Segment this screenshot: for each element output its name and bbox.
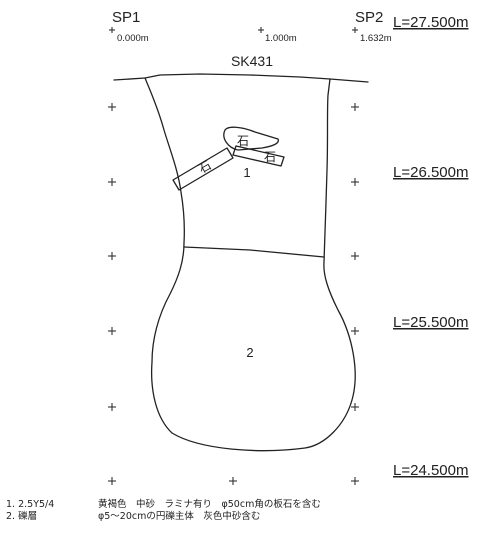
grid-cross xyxy=(108,252,116,260)
stone-label: 石 xyxy=(264,150,276,164)
grid-cross xyxy=(108,103,116,111)
grid-cross xyxy=(108,403,116,411)
legend-description: 黄褐色 中砂 ラミナ有り φ50cm角の板石を含む xyxy=(98,499,321,510)
layer-number: 1 xyxy=(243,165,250,180)
elevation-label: L=24.500m xyxy=(393,462,468,479)
grid-cross xyxy=(351,477,359,485)
elevation-label: L=26.500m xyxy=(393,164,468,181)
survey-point-label: SP2 xyxy=(355,9,383,26)
elevation-label: L=25.500m xyxy=(393,314,468,331)
grid-cross xyxy=(108,327,116,335)
grid-cross xyxy=(351,252,359,260)
legend-row: 1. 2.5Y5/4 黄褐色 中砂 ラミナ有り φ50cm角の板石を含む xyxy=(6,499,482,511)
grid-cross xyxy=(108,178,116,186)
stone-outline xyxy=(172,147,234,191)
survey-point-marker xyxy=(352,27,358,33)
grid-cross xyxy=(108,477,116,485)
layer-boundary xyxy=(183,246,325,258)
survey-point-marker xyxy=(258,27,264,33)
survey-offset: 1.000m xyxy=(265,33,297,44)
ground-surface-line xyxy=(113,73,369,83)
layer-number: 2 xyxy=(246,345,253,360)
grid-cross xyxy=(351,103,359,111)
survey-point-marker xyxy=(109,27,115,33)
grid-crosses xyxy=(108,103,359,485)
grid-cross xyxy=(229,477,237,485)
elevation-label: L=27.500m xyxy=(393,14,468,31)
stone-label: 石 xyxy=(196,158,213,176)
legend-description: φ5～20cmの円礫主体 灰色中砂含む xyxy=(98,511,261,522)
survey-point-label: SP1 xyxy=(112,9,140,26)
layer-legend: 1. 2.5Y5/4 黄褐色 中砂 ラミナ有り φ50cm角の板石を含む 2. … xyxy=(6,499,482,523)
stone-label: 石 xyxy=(237,134,249,148)
pit-outline xyxy=(144,77,356,452)
survey-offset: 0.000m xyxy=(117,33,149,44)
legend-row: 2. 礫層 φ5～20cmの円礫主体 灰色中砂含む xyxy=(6,511,482,523)
grid-cross xyxy=(351,327,359,335)
grid-cross xyxy=(351,178,359,186)
stone-outline xyxy=(223,126,280,151)
stone-outline xyxy=(232,145,285,167)
legend-number: 1. 2.5Y5/4 xyxy=(6,499,55,510)
legend-number: 2. 礫層 xyxy=(6,511,38,522)
pit-title: SK431 xyxy=(231,53,273,69)
grid-cross xyxy=(351,403,359,411)
survey-offset: 1.632m xyxy=(360,33,392,44)
